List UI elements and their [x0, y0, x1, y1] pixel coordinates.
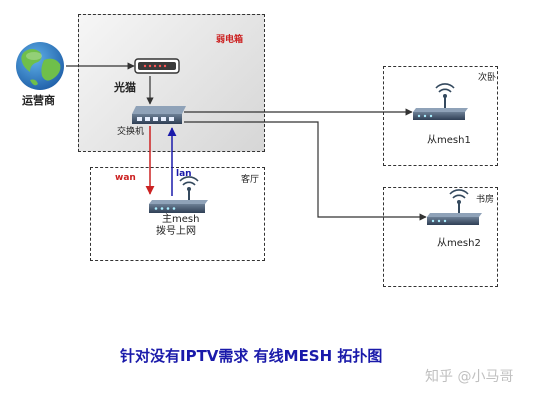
main-mesh-router-icon	[149, 176, 208, 213]
living-room-label: 客厅	[241, 175, 260, 185]
wan-label: wan	[115, 173, 136, 183]
sub-mesh2-router-icon	[427, 189, 482, 225]
isp-label: 运营商	[22, 94, 55, 107]
bedroom-zone	[383, 66, 498, 166]
switch-to-mesh2-link	[184, 121, 427, 221]
modem-label: 光猫	[114, 81, 136, 94]
main-mesh-label: 主mesh	[162, 214, 200, 225]
study-label: 书房	[476, 195, 495, 205]
living-room-zone	[90, 167, 265, 261]
globe-icon	[16, 42, 64, 90]
sub-mesh1-label: 从mesh1	[427, 135, 471, 146]
lan-label: lan	[176, 169, 192, 179]
sub-mesh2-label: 从mesh2	[437, 238, 481, 249]
optical-modem-icon	[134, 58, 180, 74]
study-zone	[383, 187, 498, 287]
bedroom-label: 次卧	[478, 73, 497, 83]
switch-label: 交换机	[117, 127, 145, 137]
network-switch-icon	[132, 106, 186, 124]
weak-box-label: 弱电箱	[216, 35, 244, 45]
watermark-label: 知乎 @小马哥	[425, 369, 514, 385]
diagram-title: 针对没有IPTV需求 有线MESH 拓扑图	[120, 347, 383, 365]
main-mesh-sublabel: 拨号上网	[156, 226, 196, 237]
sub-mesh1-router-icon	[413, 83, 468, 120]
